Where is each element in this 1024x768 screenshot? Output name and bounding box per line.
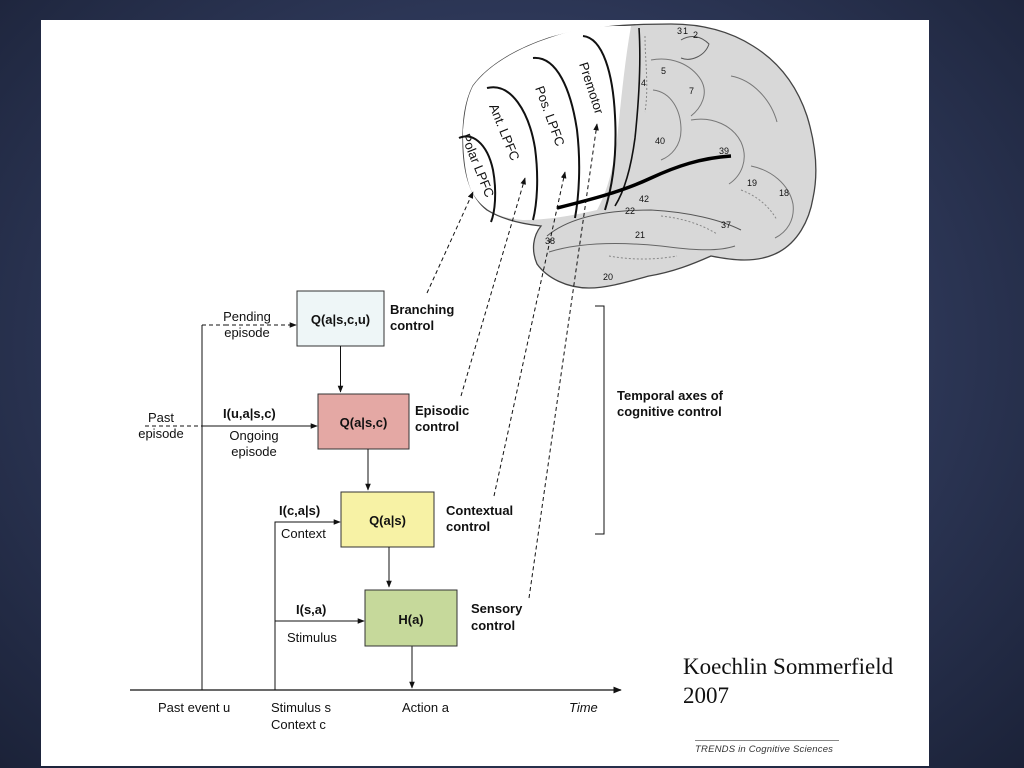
timeline-past-event: Past event u <box>158 700 230 715</box>
prefrontal-region <box>463 26 631 220</box>
ongoing-label: Ongoing <box>229 428 278 443</box>
area-number: 5 <box>661 66 666 76</box>
citation: Koechlin Sommerfield 2007 <box>683 652 893 710</box>
area-number: 2 <box>693 30 698 40</box>
episodic-caption-control: control <box>415 419 459 434</box>
citation-authors: Koechlin Sommerfield <box>683 654 894 679</box>
journal-rule <box>695 740 839 741</box>
context-label: Context <box>281 526 326 541</box>
brain-illustration: Polar LPFC Ant. LPFC Pos. LPFC Premotor … <box>458 23 817 289</box>
area-number: 20 <box>603 272 613 282</box>
citation-year: 2007 <box>683 683 729 708</box>
cognitive-control-diagram: Polar LPFC Ant. LPFC Pos. LPFC Premotor … <box>130 23 817 732</box>
contextual-box-label: Q(a|s) <box>369 513 406 528</box>
contextual-box <box>340 491 435 548</box>
contextual-caption: Contextual <box>446 503 513 518</box>
area-number: 19 <box>747 178 757 188</box>
bracket-label-line2: cognitive control <box>617 404 722 419</box>
journal-source: TRENDS in Cognitive Sciences <box>695 744 834 755</box>
past-label: Past <box>148 410 174 425</box>
area-number: 42 <box>639 194 649 204</box>
branching-caption: Branching <box>390 302 454 317</box>
sensory-block: H(a) Sensory control <box>364 589 523 647</box>
context-information-label: I(c,a|s) <box>279 503 320 518</box>
sensory-box-label: H(a) <box>398 612 423 627</box>
branching-block: Q(a|s,c,u) Branching control <box>296 290 454 347</box>
ongoing-label-episode: episode <box>231 444 277 459</box>
past-label-episode: episode <box>138 426 184 441</box>
stimulus-label: Stimulus <box>287 630 337 645</box>
episodic-box <box>317 393 410 450</box>
timeline-action: Action a <box>402 700 450 715</box>
sensory-box <box>364 589 458 647</box>
branching-box-label: Q(a|s,c,u) <box>311 312 370 327</box>
timeline: Past event u Stimulus s Context c Action… <box>130 686 622 732</box>
pending-label: Pending <box>223 309 271 324</box>
episodic-caption: Episodic <box>415 403 469 418</box>
timeline-context: Context c <box>271 717 326 732</box>
area-number: 40 <box>655 136 665 146</box>
contextual-block: Q(a|s) Contextual control <box>340 491 513 548</box>
branching-box <box>296 290 385 347</box>
slide: Polar LPFC Ant. LPFC Pos. LPFC Premotor … <box>41 20 929 766</box>
stimulus-information-label: I(s,a) <box>296 602 326 617</box>
episode-information-label: I(u,a|s,c) <box>223 406 276 421</box>
area-number: 37 <box>721 220 731 230</box>
area-number: 3 <box>677 26 682 36</box>
area-number: 22 <box>625 206 635 216</box>
sensory-caption: Sensory <box>471 601 523 616</box>
episodic-block: Q(a|s,c) Episodic control <box>317 393 469 450</box>
timeline-stimulus: Stimulus s <box>271 700 331 715</box>
bracket-label: Temporal axes of <box>617 388 724 403</box>
area-number: 18 <box>779 188 789 198</box>
stimulus-context-line <box>274 519 341 690</box>
region-mapping-arrows <box>426 123 599 599</box>
episodic-box-label: Q(a|s,c) <box>340 415 388 430</box>
branching-caption-control: control <box>390 318 434 333</box>
sensory-caption-control: control <box>471 618 515 633</box>
area-number: 1 <box>683 26 688 36</box>
pending-label-episode: episode <box>224 325 270 340</box>
area-number: 39 <box>719 146 729 156</box>
area-number: 21 <box>635 230 645 240</box>
temporal-bracket <box>595 305 605 535</box>
timeline-time: Time <box>569 700 598 715</box>
contextual-caption-control: control <box>446 519 490 534</box>
area-number: 7 <box>689 86 694 96</box>
area-number: 4 <box>641 78 646 88</box>
